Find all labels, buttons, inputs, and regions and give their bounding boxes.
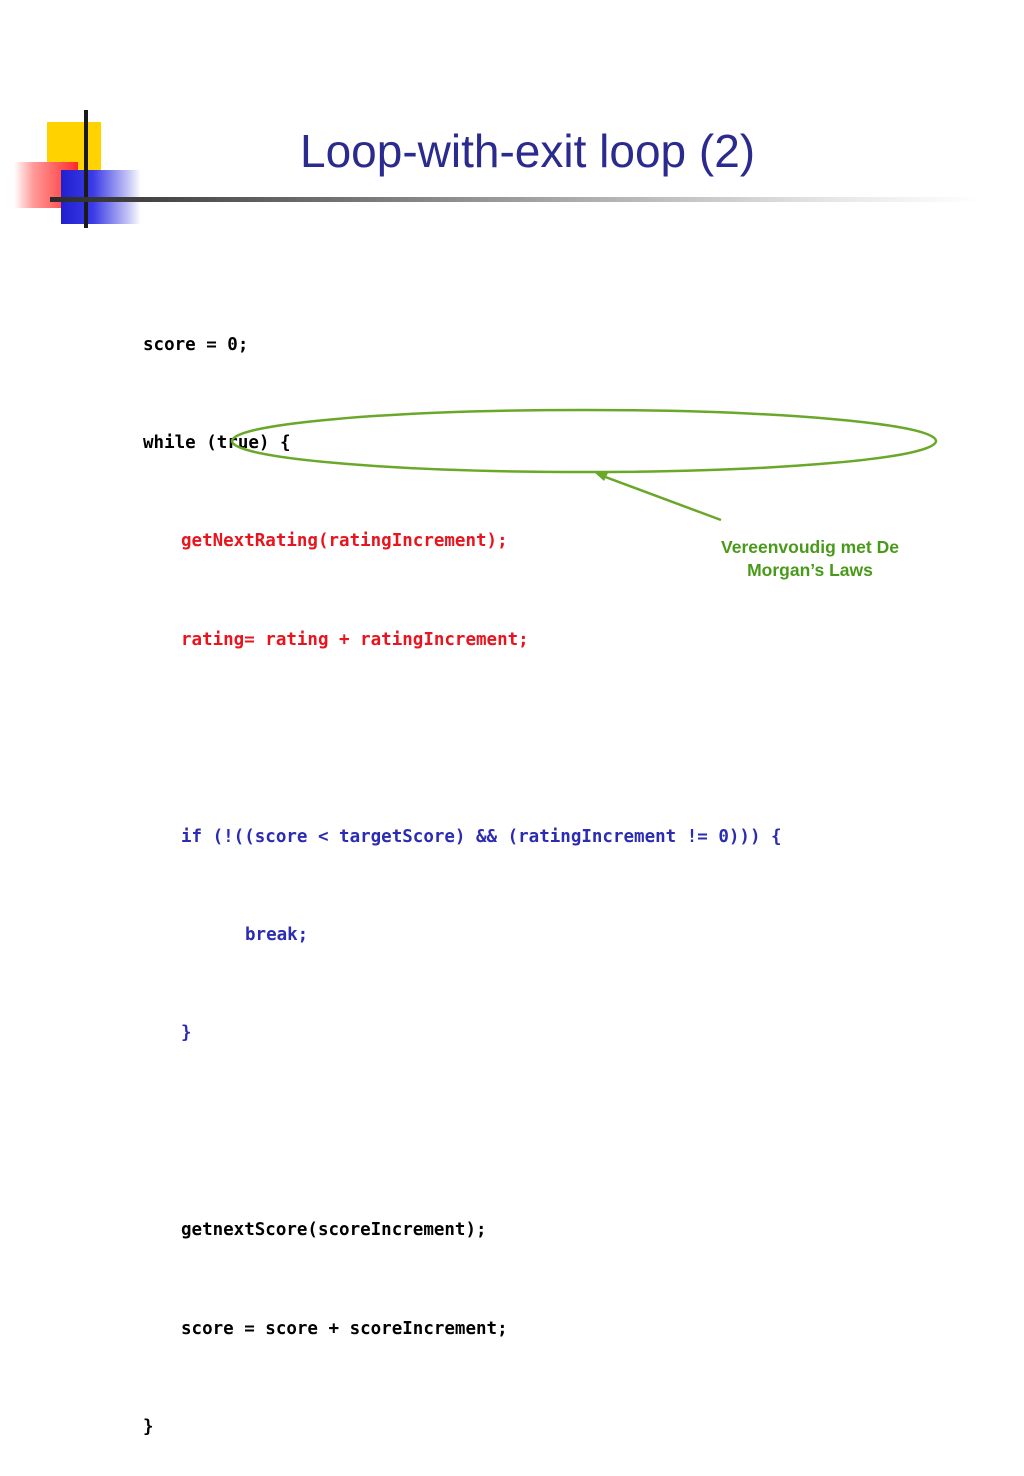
annotation-line-1: Vereenvoudig met De bbox=[721, 537, 899, 557]
code-line-4: rating= rating + ratingIncrement; bbox=[181, 629, 529, 650]
code-blank-line bbox=[143, 1116, 782, 1149]
slide-title: Loop-with-exit loop (2) bbox=[300, 125, 756, 177]
code-blank-line bbox=[143, 722, 782, 755]
code-line-8: getnextScore(scoreIncrement); bbox=[181, 1220, 487, 1241]
code-line-6: break; bbox=[245, 924, 309, 945]
code-line-1: score = 0; bbox=[143, 334, 249, 355]
code-line-9: score = score + scoreIncrement; bbox=[181, 1318, 508, 1339]
annotation-text: Vereenvoudig met De Morgan’s Laws bbox=[690, 536, 930, 582]
decor-vertical-line bbox=[84, 110, 88, 228]
annotation-line-2: Morgan’s Laws bbox=[747, 560, 873, 580]
code-line-3: getNextRating(ratingIncrement); bbox=[181, 531, 508, 552]
code-block: score = 0; while (true) { getNextRating(… bbox=[143, 263, 782, 1476]
title-underline bbox=[50, 197, 980, 202]
code-line-10: } bbox=[143, 1416, 154, 1437]
code-line-5: if (!((score < targetScore) && (ratingIn… bbox=[181, 826, 782, 847]
code-line-7: } bbox=[181, 1023, 192, 1044]
code-line-2: while (true) { bbox=[143, 432, 291, 453]
